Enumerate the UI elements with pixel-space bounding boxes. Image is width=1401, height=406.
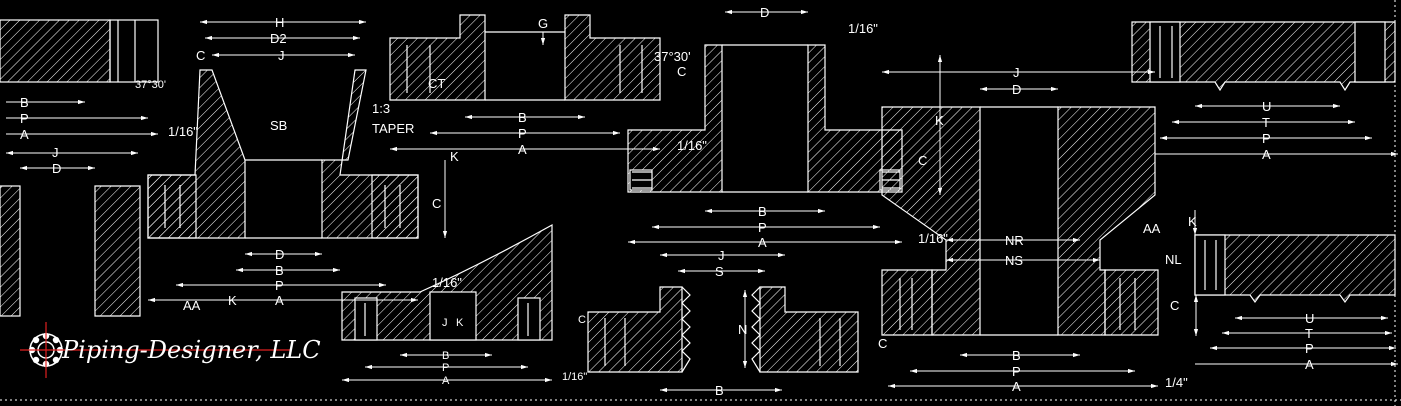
drawing-socket-weld-flange [627, 44, 903, 193]
label-B-slipon: B [518, 110, 527, 125]
label-angle-weldneck: 37°30' [135, 79, 166, 91]
label-sixteenth-weldneck: 1/16" [168, 124, 198, 139]
drawing-left-partial-flange [0, 19, 159, 317]
label-sixteenth-taper-2: 1/16" [562, 371, 587, 383]
label-B-ringjoint: B [1012, 348, 1021, 363]
label-sixteenth-ringjoint: 1/16" [918, 231, 948, 246]
label-T-top: T [1262, 115, 1270, 130]
label-B-taper: B [442, 350, 449, 362]
label-taper-ratio: 1:3 [372, 101, 390, 116]
label-A-top: A [1262, 147, 1271, 162]
logo-text: Piping-Designer, LLC [61, 336, 321, 364]
label-A-left: A [20, 127, 29, 142]
label-D-left: D [52, 161, 61, 176]
label-sixteenth-taper: 1/16" [432, 275, 462, 290]
drawing-slip-on-flange [389, 14, 661, 101]
dimension-labels: B P A J D H D2 J C 37°30' 1/16" SB 1:3 T… [20, 5, 1314, 398]
label-A-taper: A [442, 375, 450, 387]
label-K-weldneck: K [450, 149, 459, 164]
label-B-left: B [20, 95, 29, 110]
label-B-weldneck: B [275, 263, 284, 278]
label-C-right: C [1170, 298, 1179, 313]
label-D-weldneck: D [275, 247, 284, 262]
label-C-ringjoint: C [918, 153, 927, 168]
label-P-taper: P [442, 362, 449, 374]
drawing-weld-neck-flange [147, 69, 419, 239]
label-S: S [715, 264, 724, 279]
label-H: H [275, 15, 284, 30]
label-N: N [738, 322, 747, 337]
logo: Piping-Designer, LLC [20, 322, 321, 378]
label-P-top: P [1262, 131, 1271, 146]
label-C-weldneck-2: C [432, 196, 441, 211]
label-A-socket: A [758, 235, 767, 250]
label-sixteenth-socket-2: 1/16" [677, 138, 707, 153]
label-U-top: U [1262, 99, 1271, 114]
label-A-bottom: A [1305, 357, 1314, 372]
label-K-weldneck-2: K [228, 293, 237, 308]
drawing-blind-taper-flange [341, 223, 553, 341]
label-P-left: P [20, 111, 29, 126]
label-U-bottom: U [1305, 311, 1314, 326]
label-D-ringjoint: D [1012, 82, 1021, 97]
label-B-socket: B [758, 204, 767, 219]
label-J-weldneck: J [278, 48, 285, 63]
label-D2: D2 [270, 31, 287, 46]
label-P-ringjoint: P [1012, 364, 1021, 379]
label-T-bottom: T [1305, 326, 1313, 341]
label-D-socket: D [760, 5, 769, 20]
label-taper: TAPER [372, 121, 414, 136]
label-A-ringjoint: A [1012, 379, 1021, 394]
label-P-socket: P [758, 220, 767, 235]
label-angle-socket: 37°30' [654, 49, 691, 64]
label-J-threaded: J [718, 248, 725, 263]
flange-bolt-circle-icon [20, 322, 290, 378]
label-A-weldneck: A [275, 293, 284, 308]
drawing-right-flanges [1131, 21, 1396, 304]
label-G: G [538, 16, 548, 31]
label-C-ringjoint-2: C [878, 336, 887, 351]
label-NS: NS [1005, 253, 1023, 268]
label-C-weldneck: C [196, 48, 205, 63]
label-K-ringjoint: K [935, 113, 944, 128]
label-P-slipon: P [518, 126, 527, 141]
label-J-taper: J [442, 317, 448, 329]
label-SB: SB [270, 118, 287, 133]
label-AA-ringjoint: AA [1143, 221, 1161, 236]
label-J-ringjoint: J [1013, 65, 1020, 80]
label-B-threaded: B [715, 383, 724, 398]
label-J-left: J [52, 145, 59, 160]
label-A-slipon: A [518, 142, 527, 157]
label-P-bottom: P [1305, 341, 1314, 356]
label-CT: CT [428, 76, 445, 91]
label-K-right: K [1188, 214, 1197, 229]
label-P-weldneck: P [275, 278, 284, 293]
label-K-taper: K [456, 317, 464, 329]
label-AA-weldneck: AA [183, 298, 201, 313]
label-NL: NL [1165, 252, 1182, 267]
label-C-taper: C [578, 314, 586, 326]
label-sixteenth-socket: 1/16" [848, 21, 878, 36]
label-C-socket: C [677, 64, 686, 79]
label-quarter: 1/4" [1165, 375, 1188, 390]
drawing-ring-joint-flange [881, 106, 1159, 336]
label-NR: NR [1005, 233, 1024, 248]
drawing-threaded-flange [587, 286, 859, 373]
